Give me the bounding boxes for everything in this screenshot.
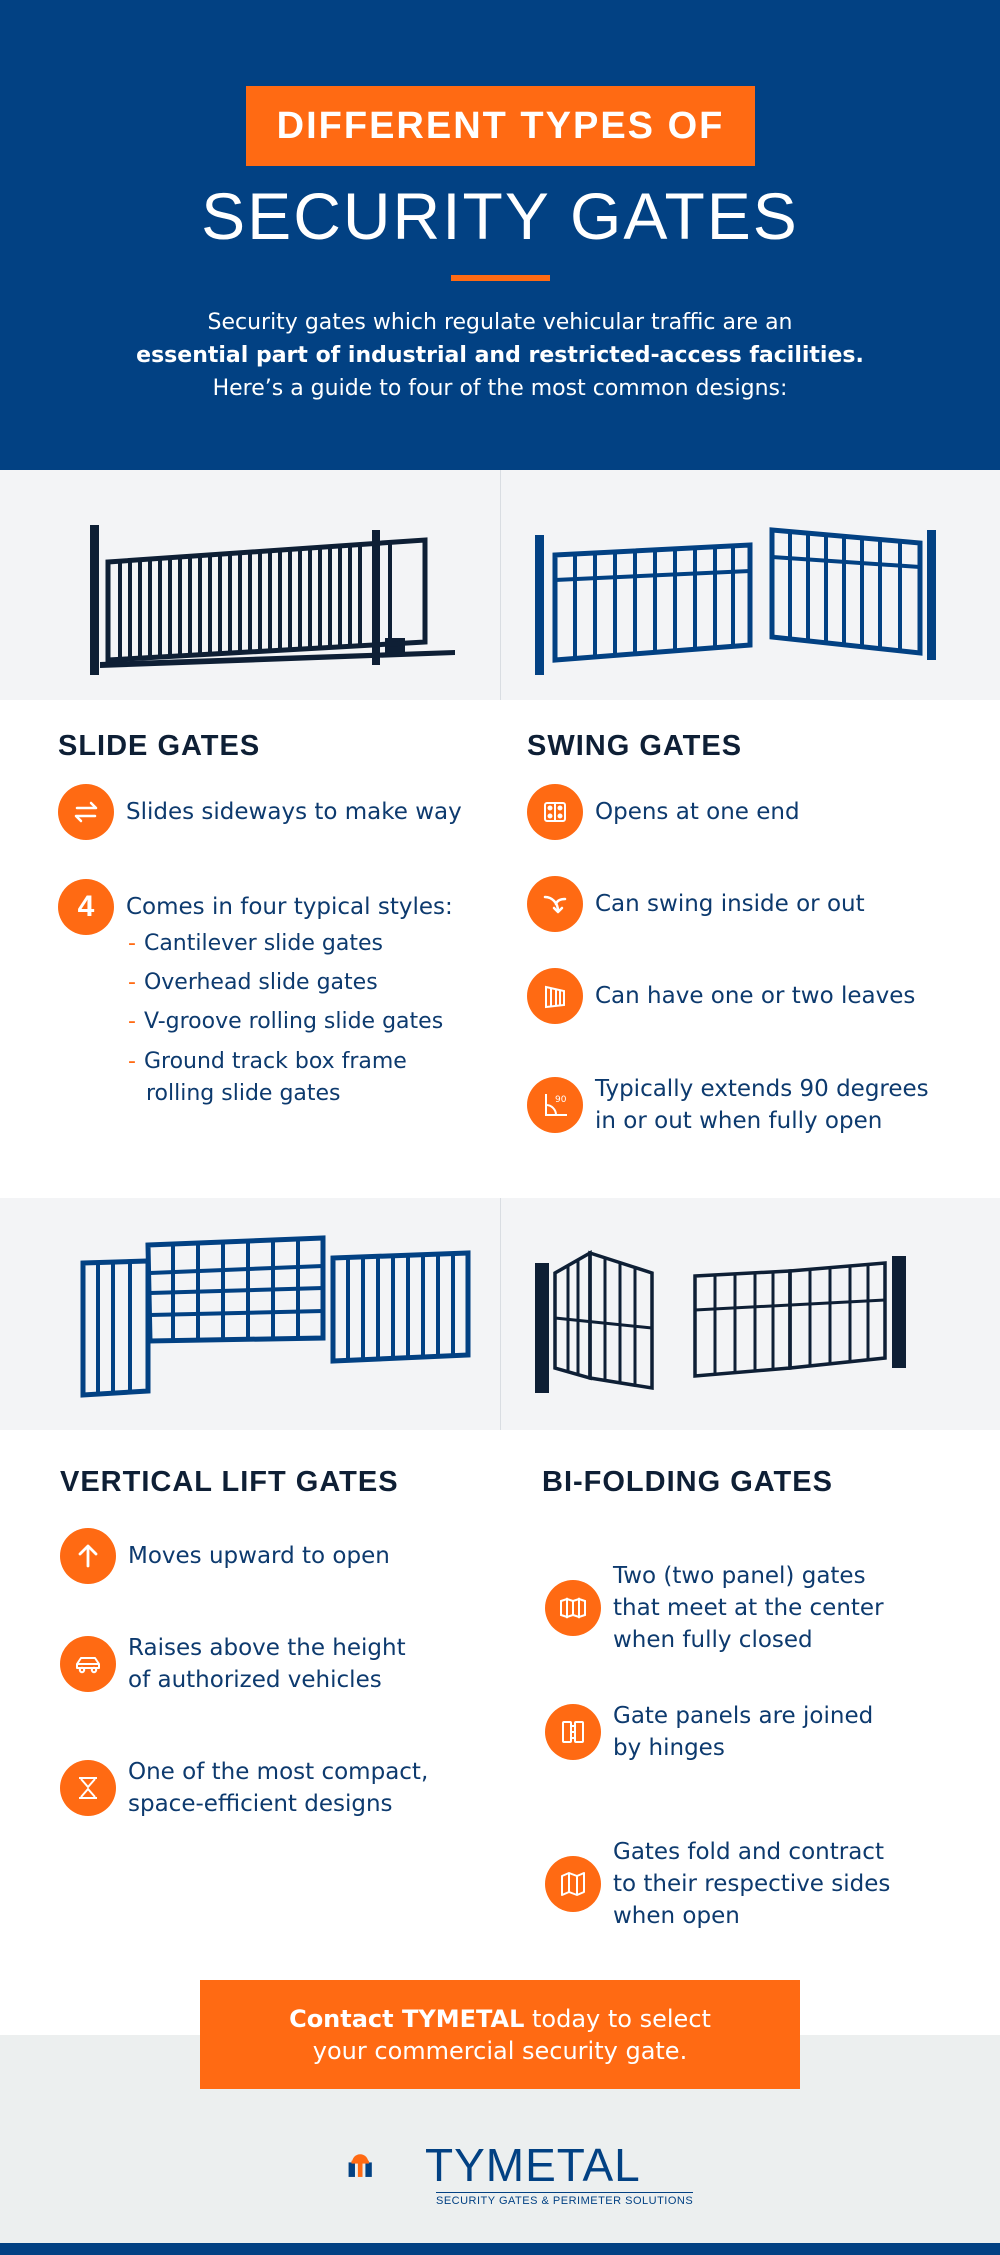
slide-style-1: -Cantilever slide gates [128,931,383,956]
slide-style-2: -Overhead slide gates [128,970,378,995]
hinged-door-icon [527,784,583,840]
compact-hourglass-icon [60,1760,116,1816]
title-divider [451,275,550,281]
header-banner: DIFFERENT TYPES OF [246,86,755,166]
intro-line-2: essential part of industrial and restric… [136,343,864,368]
ninety-degree-icon: 90 [527,1077,583,1133]
band-divider [500,470,501,700]
cta-line-2: your commercial security gate. [312,2036,688,2065]
slide-item-2: 4 Comes in four typical styles: [58,879,453,935]
swing-item-3-text: Can have one or two leaves [595,983,916,1009]
lift-item-3: One of the most compact,space-efficient … [60,1756,428,1820]
swing-item-2: Can swing inside or out [527,876,865,932]
tymetal-logo-icon[interactable] [348,2130,438,2205]
footer-bar [0,2243,1000,2255]
lift-item-3-text: One of the most compact,space-efficient … [128,1759,429,1817]
swing-item-1: Opens at one end [527,784,800,840]
contact-cta-box[interactable]: Contact TYMETAL today to select your com… [200,1980,800,2089]
number-four-icon: 4 [58,879,114,935]
slide-style-3: -V-groove rolling slide gates [128,1009,444,1034]
gate-leaves-icon [527,968,583,1024]
vertical-lift-gate-illustration [80,1235,471,1398]
bi-folding-gates-title: BI-FOLDING GATES [542,1466,833,1498]
logo-wordmark: TYMETAL [425,2139,641,2191]
arrows-horizontal-icon [58,784,114,840]
slide-gate-illustration [90,525,455,675]
band-divider-2 [500,1198,501,1430]
illustration-band-bottom [0,1198,1000,1430]
cta-line-1: Contact TYMETAL today to select [289,2004,711,2033]
swing-item-2-text: Can swing inside or out [595,891,865,917]
header-section [0,0,1000,470]
svg-text:90: 90 [555,1095,567,1105]
swing-gate-illustration [535,527,936,675]
swing-arrows-icon [527,876,583,932]
intro-line-1: Security gates which regulate vehicular … [207,310,793,335]
logo-tagline: SECURITY GATES & PERIMETER SOLUTIONS [436,2192,694,2207]
arrow-up-icon [60,1528,116,1584]
folding-panels-icon [545,1580,601,1636]
page-title: SECURITY GATES [201,179,799,253]
slide-style-4: -Ground track box frame [128,1049,407,1074]
folded-map-icon [545,1856,601,1912]
swing-item-3: Can have one or two leaves [527,968,915,1024]
slide-style-4-cont: rolling slide gates [146,1081,341,1106]
car-icon [60,1636,116,1692]
intro-text: Security gates which regulate vehicular … [120,306,880,405]
intro-line-3: Here’s a guide to four of the most commo… [212,376,788,401]
slide-item-1-text: Slides sideways to make way [126,799,462,825]
bi-folding-gate-illustration [535,1249,906,1393]
slide-item-1: Slides sideways to make way [58,784,462,840]
illustration-band-top [0,470,1000,700]
hinge-icon [545,1704,601,1760]
lift-item-1-text: Moves upward to open [128,1543,390,1569]
swing-item-1-text: Opens at one end [595,799,800,825]
lift-item-1: Moves upward to open [60,1528,390,1584]
vertical-lift-gates-title: VERTICAL LIFT GATES [60,1466,399,1498]
slide-gates-title: SLIDE GATES [58,730,261,762]
slide-item-2-text: Comes in four typical styles: [126,894,453,920]
swing-gates-title: SWING GATES [527,730,743,762]
